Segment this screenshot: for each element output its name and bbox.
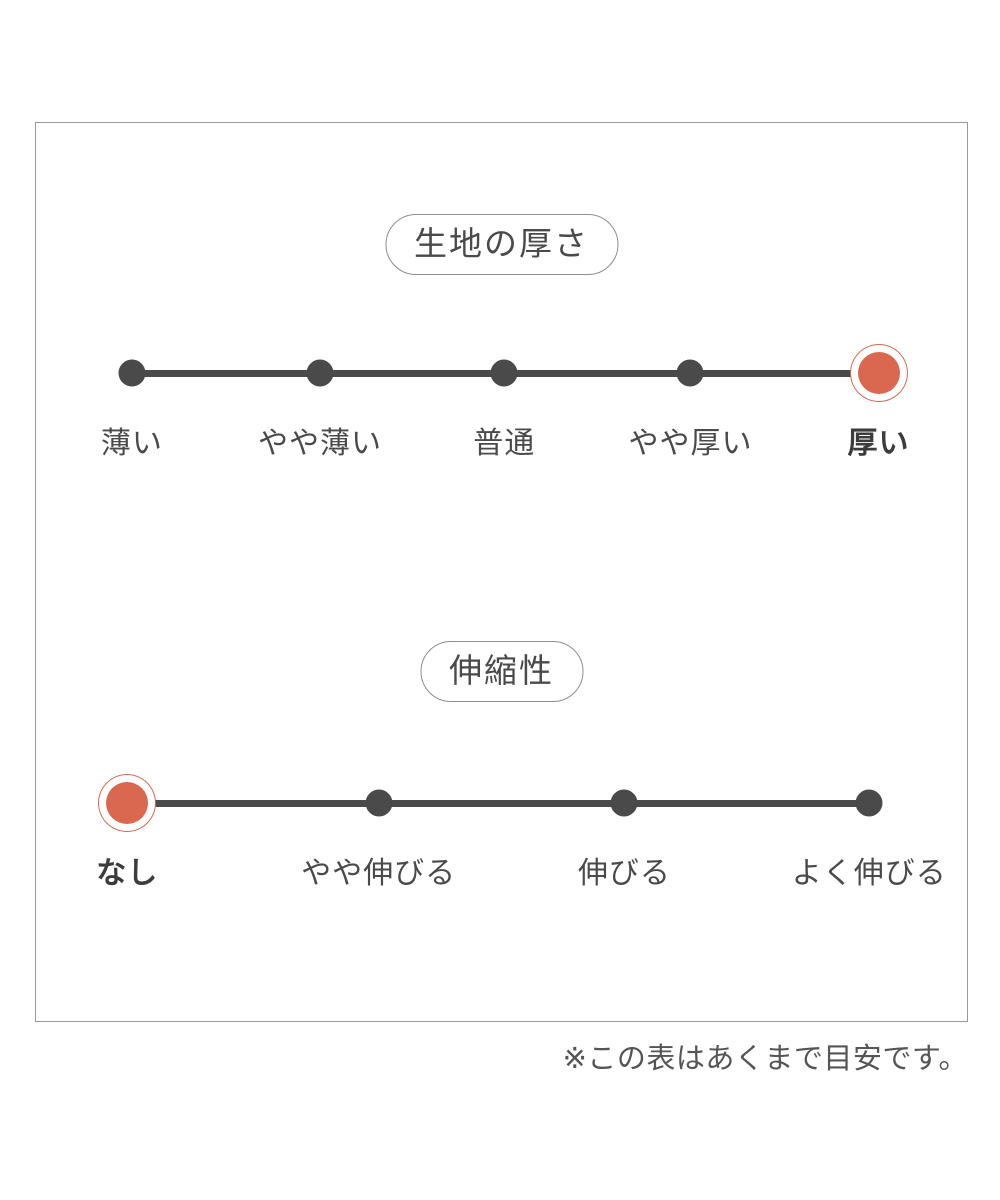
scale-track-fabric-thickness: 薄い やや薄い 普通 やや厚い 厚い [36, 338, 967, 461]
scale-node-yoku-nobiru[interactable] [855, 789, 883, 817]
scale-stretchiness: なし やや伸びる 伸びる よく伸びる [36, 768, 967, 918]
spec-table-frame: 生地の厚さ 薄い やや薄い 普通 やや厚い 厚い 伸縮性 なし やや伸びる 伸 [35, 122, 968, 1022]
scale-label-futsuu: 普通 [473, 426, 536, 461]
section-badge-stretchiness: 伸縮性 [420, 641, 583, 702]
scale-label-nobiru: 伸びる [577, 856, 671, 891]
scale-node-yaya-nobiru[interactable] [365, 789, 393, 817]
scale-label-nashi: なし [96, 856, 159, 891]
scale-label-yaya-nobiru: やや伸びる [301, 856, 457, 891]
scale-node-futsuu[interactable] [490, 359, 518, 387]
scale-label-yaya-atsui: やや厚い [628, 426, 753, 461]
scale-node-usui[interactable] [118, 359, 146, 387]
section-badge-fabric-thickness: 生地の厚さ [385, 214, 618, 275]
scale-node-nobiru[interactable] [610, 789, 638, 817]
scale-track-stretchiness: なし やや伸びる 伸びる よく伸びる [36, 768, 967, 891]
scale-node-yaya-atsui[interactable] [676, 359, 704, 387]
scale-label-yoku-nobiru: よく伸びる [791, 856, 947, 891]
scale-fabric-thickness: 薄い やや薄い 普通 やや厚い 厚い [36, 338, 967, 488]
scale-label-usui: 薄い [100, 426, 163, 461]
scale-node-yaya-usui[interactable] [306, 359, 334, 387]
footnote-note: ※この表はあくまで目安です。 [562, 1041, 968, 1075]
scale-line-stretchiness [127, 800, 870, 807]
scale-label-yaya-usui: やや薄い [257, 426, 382, 461]
scale-label-atsui: 厚い [847, 426, 910, 461]
scale-node-nashi-selected[interactable] [106, 782, 149, 824]
scale-node-atsui-selected[interactable] [857, 352, 900, 394]
